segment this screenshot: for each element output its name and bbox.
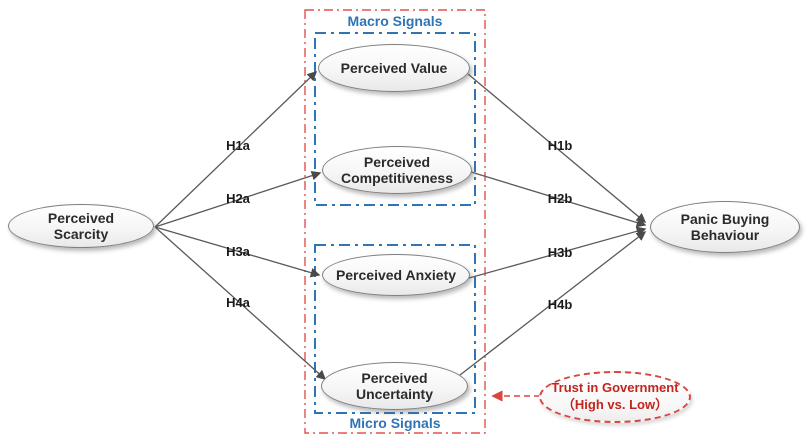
- node-label: Perceived Value: [340, 59, 448, 76]
- node-perceived-uncertainty: Perceived Uncertainty: [321, 362, 468, 410]
- node-perceived-value: Perceived Value: [318, 44, 470, 92]
- micro-signals-label: Micro Signals: [349, 415, 441, 431]
- path-h4b-arrow: [459, 231, 647, 376]
- path-label-h2a: H2a: [226, 191, 250, 206]
- moderation-frame-red: [304, 9, 486, 434]
- node-label: Perceived Anxiety: [335, 266, 457, 283]
- node-perceived-competitiveness: Perceived Competitiveness: [322, 146, 472, 194]
- path-h3a-arrow: [154, 226, 321, 278]
- node-trust-in-government: Trust in Government （High vs. Low）: [539, 371, 691, 423]
- path-label-h4b: H4b: [547, 297, 573, 312]
- node-label: Perceived Scarcity: [47, 209, 115, 242]
- node-perceived-scarcity: Perceived Scarcity: [8, 204, 154, 248]
- macro-signals-box: [314, 32, 476, 206]
- node-label: Perceived Uncertainty: [355, 369, 434, 402]
- node-label: Panic Buying Behaviour: [680, 210, 770, 243]
- path-label-h4a: H4a: [226, 295, 250, 310]
- path-h4a-arrow: [154, 226, 327, 380]
- path-h1b-arrow: [467, 73, 647, 223]
- path-h2b-arrow: [470, 171, 647, 228]
- node-label: Perceived Competitiveness: [340, 153, 454, 186]
- path-label-h1b: H1b: [547, 138, 573, 153]
- path-label-h3a: H3a: [226, 244, 250, 259]
- path-h3b-arrow: [468, 226, 647, 279]
- node-perceived-anxiety: Perceived Anxiety: [322, 254, 470, 296]
- path-label-h1a: H1a: [226, 138, 250, 153]
- trust-label-line2: （High vs. Low）: [561, 397, 669, 412]
- trust-label-line1: Trust in Government: [551, 380, 679, 396]
- path-label-h3b: H3b: [547, 245, 573, 260]
- macro-signals-label: Macro Signals: [347, 13, 443, 29]
- path-h1a-arrow: [154, 70, 318, 228]
- node-panic-buying-behaviour: Panic Buying Behaviour: [650, 201, 800, 253]
- micro-signals-box: [314, 244, 476, 414]
- path-label-h2b: H2b: [547, 191, 573, 206]
- path-h2a-arrow: [154, 170, 322, 228]
